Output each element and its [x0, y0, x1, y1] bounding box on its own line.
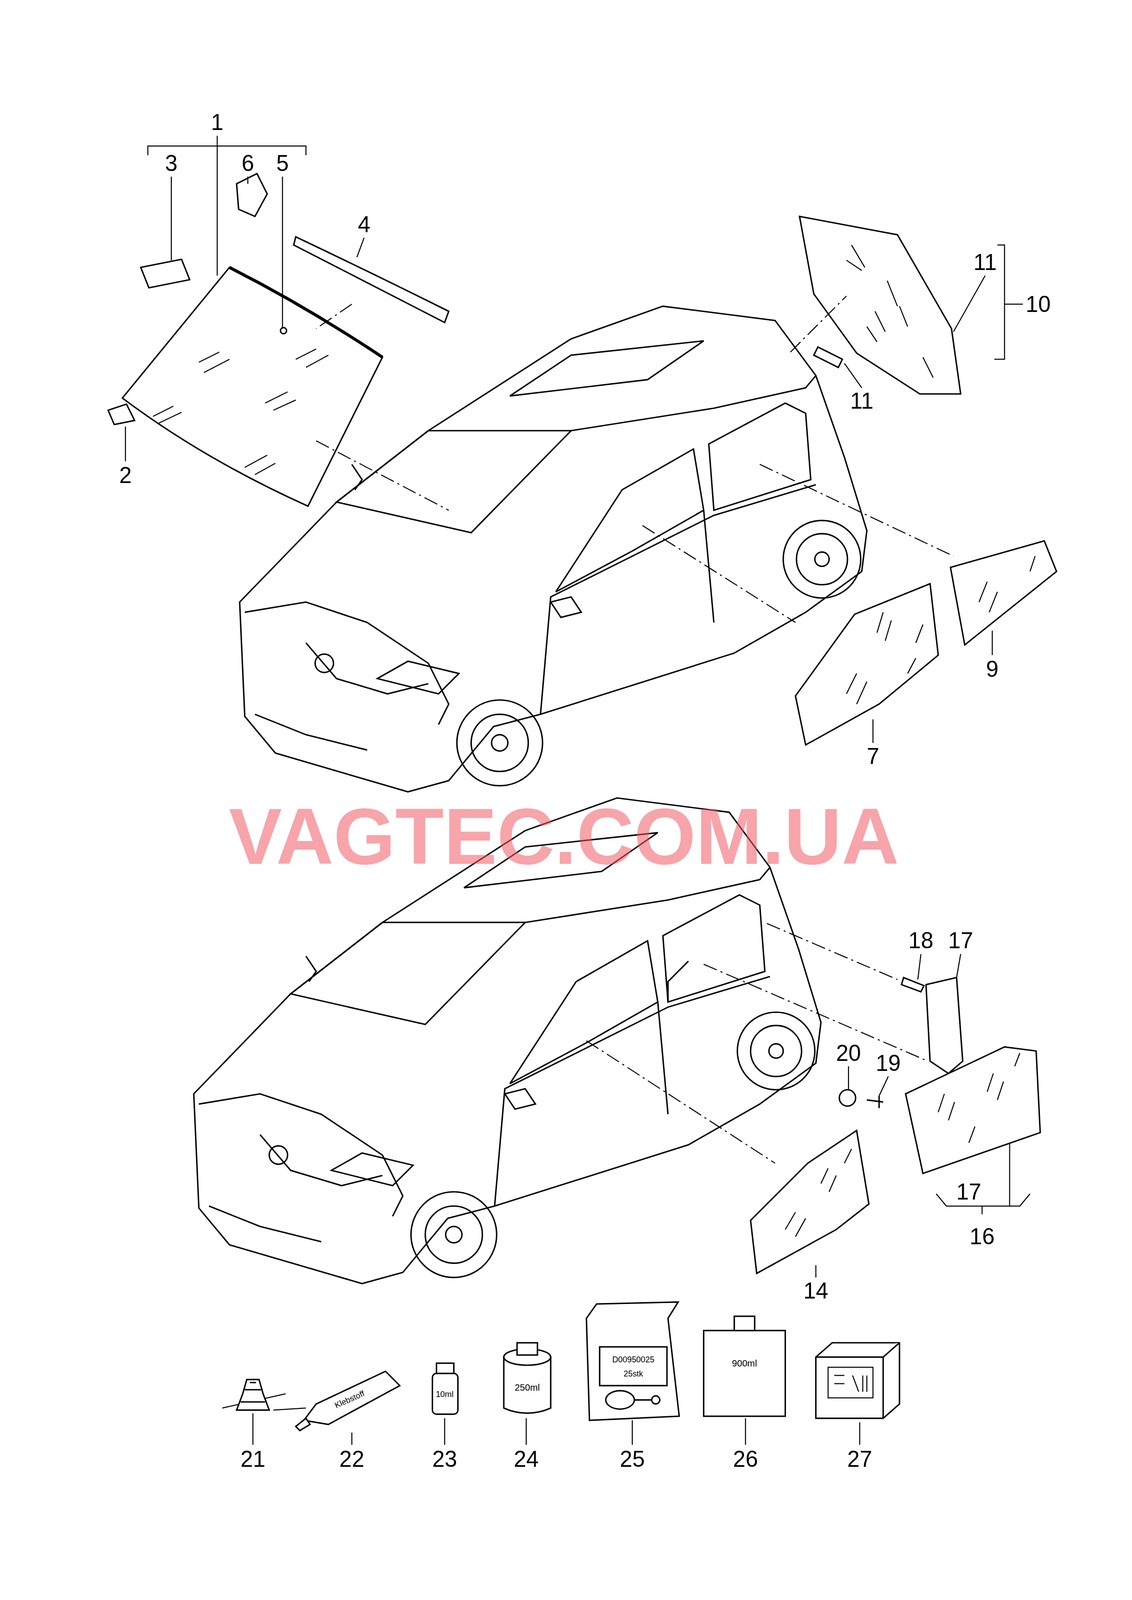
line-art: [905, 1046, 1040, 1173]
line-art: [586, 1301, 680, 1420]
line-art: [293, 236, 449, 323]
line-art: [304, 1370, 400, 1424]
line-art: [253, 1412, 860, 1444]
line-art: [153, 348, 329, 475]
line-art: [667, 960, 689, 1002]
callout-number: 23: [432, 1447, 458, 1470]
callout-number: 10: [1025, 292, 1051, 316]
package-text: 10ml: [435, 1390, 454, 1399]
line-art: [315, 295, 954, 623]
callout-number: 14: [803, 1278, 829, 1302]
line-art: [586, 923, 928, 1164]
line-art: [599, 1346, 667, 1386]
callout-number: 2: [118, 464, 132, 487]
callout-number: 17: [956, 1179, 982, 1203]
line-art: [516, 1342, 538, 1355]
callout-number: 24: [513, 1447, 539, 1470]
line-art: [734, 1315, 755, 1330]
glass-hatching: [153, 244, 1036, 1236]
line-art: [436, 1362, 454, 1373]
line-art: [124, 426, 126, 461]
package-text: Klebstoff: [333, 1389, 367, 1410]
callout-number: 20: [836, 1041, 862, 1064]
line-art: [240, 1381, 266, 1402]
line-art: [815, 1264, 817, 1277]
line-art: [950, 540, 1057, 645]
line-art: [229, 267, 383, 357]
package-text: 900ml: [732, 1357, 758, 1367]
line-art: [866, 1095, 884, 1108]
line-art: [936, 1142, 1031, 1215]
assignment-lines: [315, 295, 954, 1163]
line-art: [925, 976, 963, 1073]
line-art: [994, 244, 1024, 360]
package-text: D00950025: [612, 1355, 655, 1364]
line-art: [605, 1390, 635, 1409]
line-art: [816, 1342, 900, 1418]
line-art: [938, 1052, 1020, 1143]
callout-number: 22: [339, 1447, 365, 1470]
line-art: [846, 244, 934, 378]
package-text: 25stk: [623, 1369, 644, 1378]
line-art: [785, 1148, 852, 1236]
line-art: [108, 403, 135, 425]
line-art: [140, 258, 190, 288]
consumables: [236, 1301, 900, 1431]
callout-number: 21: [240, 1447, 266, 1470]
line-art: [634, 1398, 653, 1401]
leader-lines: [125, 135, 1030, 1445]
callout-number: 18: [908, 929, 934, 952]
callout-number: 11: [973, 250, 997, 274]
line-art: [750, 1130, 869, 1273]
watermark: VAGTEC.COM.UA: [228, 796, 900, 876]
line-art: [216, 135, 218, 276]
line-art: [236, 173, 268, 217]
line-art: [799, 216, 961, 394]
line-art: [171, 176, 365, 329]
package-text: 250ml: [514, 1382, 540, 1392]
glass-parts: [108, 173, 1057, 1273]
line-art: [432, 1372, 458, 1414]
callout-number: 16: [969, 1225, 995, 1248]
line-art: [236, 1379, 270, 1410]
line-art: [846, 611, 924, 704]
line-art: [280, 327, 287, 334]
line-art: [834, 1374, 868, 1392]
line-art: [703, 1329, 786, 1416]
line-art: [122, 267, 383, 506]
callout-number: 7: [866, 744, 879, 767]
line-art: [844, 275, 986, 388]
callout-number: 9: [986, 657, 999, 681]
callout-number: 6: [241, 151, 254, 175]
callout-number: 1: [211, 111, 224, 134]
callout-number: 26: [733, 1447, 759, 1470]
line-art: [795, 583, 939, 745]
line-art: [873, 630, 993, 743]
callout-number: 19: [875, 1051, 901, 1074]
line-art: [839, 1089, 856, 1106]
callout-number: 5: [276, 151, 289, 175]
line-art: [848, 953, 961, 1096]
line-art: [978, 555, 1035, 612]
callout-number: 25: [620, 1447, 646, 1470]
line-art: [813, 346, 843, 368]
callout-number: 17: [948, 929, 974, 952]
line-art: [651, 1395, 660, 1404]
callout-number: 4: [357, 213, 371, 236]
callout-number: 27: [847, 1447, 873, 1470]
line-art: [816, 1342, 900, 1418]
callout-number: 11: [850, 389, 874, 413]
line-art: [827, 1366, 873, 1398]
line-art: [901, 976, 924, 992]
callout-number: 3: [165, 151, 178, 175]
line-art: [295, 1417, 311, 1431]
